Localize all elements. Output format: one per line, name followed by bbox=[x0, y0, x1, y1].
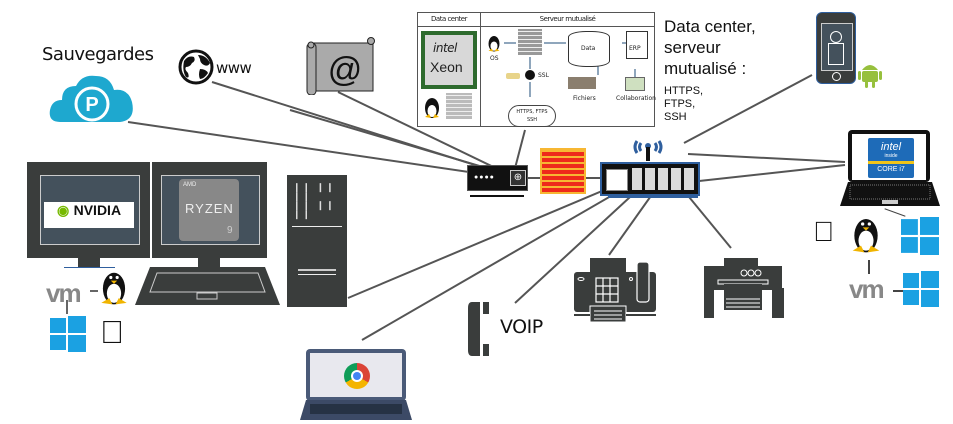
link-switch-tower bbox=[347, 174, 641, 299]
link-switch-laptop-2 bbox=[689, 164, 846, 183]
chrome-logo-icon bbox=[344, 363, 370, 389]
laptop-keyboard bbox=[840, 182, 940, 206]
link-email-router bbox=[337, 91, 511, 176]
svg-text:P: P bbox=[85, 94, 98, 116]
fax-machine-icon[interactable] bbox=[574, 258, 658, 324]
vm-windows-connector bbox=[66, 300, 68, 314]
ryzen-chip: AMD RYZEN 9 bbox=[179, 179, 239, 241]
data-cylinder-icon bbox=[568, 31, 610, 67]
laptop-intel[interactable]: intel inside CORE i7 bbox=[848, 130, 930, 182]
pcloud-backup-icon: P bbox=[49, 75, 133, 122]
vmware-logo: vm bbox=[46, 278, 82, 308]
linux-tux-icon bbox=[425, 98, 439, 118]
android-logo-icon bbox=[858, 65, 882, 88]
link-switch-laptop-1 bbox=[687, 153, 846, 163]
firewall-brick-icon bbox=[446, 93, 472, 119]
monitor-left-base bbox=[64, 267, 115, 268]
email-at-symbol: @ bbox=[328, 51, 363, 89]
datacenter-column: Data center intel Xeon bbox=[418, 13, 481, 126]
intel-core-i7-badge: intel inside CORE i7 bbox=[868, 138, 914, 178]
email-scroll-icon: @ bbox=[306, 37, 375, 95]
internet-cloud: HTTPS, FTPS SSH bbox=[508, 105, 556, 127]
key-icon bbox=[506, 73, 520, 79]
keyboard bbox=[135, 267, 280, 305]
router-globe-icon: ⊕ bbox=[510, 170, 526, 186]
home-button bbox=[832, 72, 841, 81]
datacenter-panel: Data center intel Xeon Serveur mutualisé… bbox=[417, 12, 656, 127]
link-backup-router bbox=[127, 121, 511, 179]
chromebook[interactable] bbox=[306, 349, 406, 401]
shared-server-header: Serveur mutualisé bbox=[481, 13, 654, 27]
switch-base bbox=[608, 196, 698, 198]
smartphone[interactable] bbox=[816, 12, 856, 84]
apple-logo-icon:  bbox=[100, 314, 124, 350]
switch-logo-icon bbox=[606, 169, 628, 191]
xeon-chip: intel Xeon bbox=[421, 31, 477, 89]
link-switch-chromebook bbox=[361, 177, 643, 341]
vm-windows-connector bbox=[893, 290, 903, 292]
www-label: www bbox=[216, 59, 252, 77]
vm-linux-connector bbox=[90, 290, 98, 292]
link-switch-phone bbox=[683, 74, 813, 144]
network-switch[interactable] bbox=[600, 162, 700, 196]
firewall-icon bbox=[540, 148, 586, 194]
router[interactable]: ●●●● ⊕ bbox=[467, 165, 528, 191]
voip-label: VOIP bbox=[500, 316, 543, 338]
server-firewall-icon bbox=[518, 29, 542, 55]
datacenter-description: Data center, serveur mutualisé : HTTPS, … bbox=[664, 17, 756, 123]
tux-vm-connector bbox=[868, 260, 870, 274]
lock-icon bbox=[525, 70, 535, 80]
datacenter-header: Data center bbox=[418, 13, 480, 27]
router-leds: ●●●● bbox=[474, 174, 495, 181]
windows-logo-icon bbox=[903, 271, 939, 307]
pc-tower[interactable]: ❙❙ ❙❙ ❙❙❙❙ ❙❙ ❙❙ bbox=[287, 175, 347, 307]
windows-logo-icon bbox=[50, 316, 86, 352]
monitor-right: AMD RYZEN 9 bbox=[152, 162, 267, 258]
printer-icon[interactable] bbox=[704, 258, 784, 320]
link-email-router-2 bbox=[289, 109, 511, 176]
user-figure-icon bbox=[830, 31, 842, 43]
switch-ports bbox=[632, 168, 694, 190]
wifi-antenna-icon bbox=[633, 140, 663, 161]
collab-icon bbox=[625, 77, 645, 91]
router-base bbox=[470, 195, 524, 197]
vmware-logo: vm bbox=[849, 274, 885, 304]
monitor-right-stand bbox=[198, 258, 220, 268]
nvidia-logo: ◉ NVIDIA bbox=[44, 202, 134, 228]
files-icon bbox=[568, 77, 596, 89]
chromebook-keyboard bbox=[300, 400, 412, 420]
backups-label: Sauvegardes bbox=[42, 44, 154, 65]
linux-tux-icon bbox=[852, 219, 880, 253]
erp-document-icon bbox=[626, 31, 648, 59]
voip-phone-icon bbox=[468, 302, 489, 356]
globe-icon bbox=[178, 49, 214, 85]
monitor-left: ◉ NVIDIA bbox=[27, 162, 150, 258]
apple-logo-icon:  bbox=[813, 216, 834, 248]
linux-os-icon bbox=[488, 36, 500, 52]
monitor-left-stand bbox=[78, 258, 100, 268]
linux-tux-icon bbox=[101, 272, 127, 305]
windows-logo-icon bbox=[901, 217, 939, 255]
link-switch-voip bbox=[514, 185, 643, 304]
